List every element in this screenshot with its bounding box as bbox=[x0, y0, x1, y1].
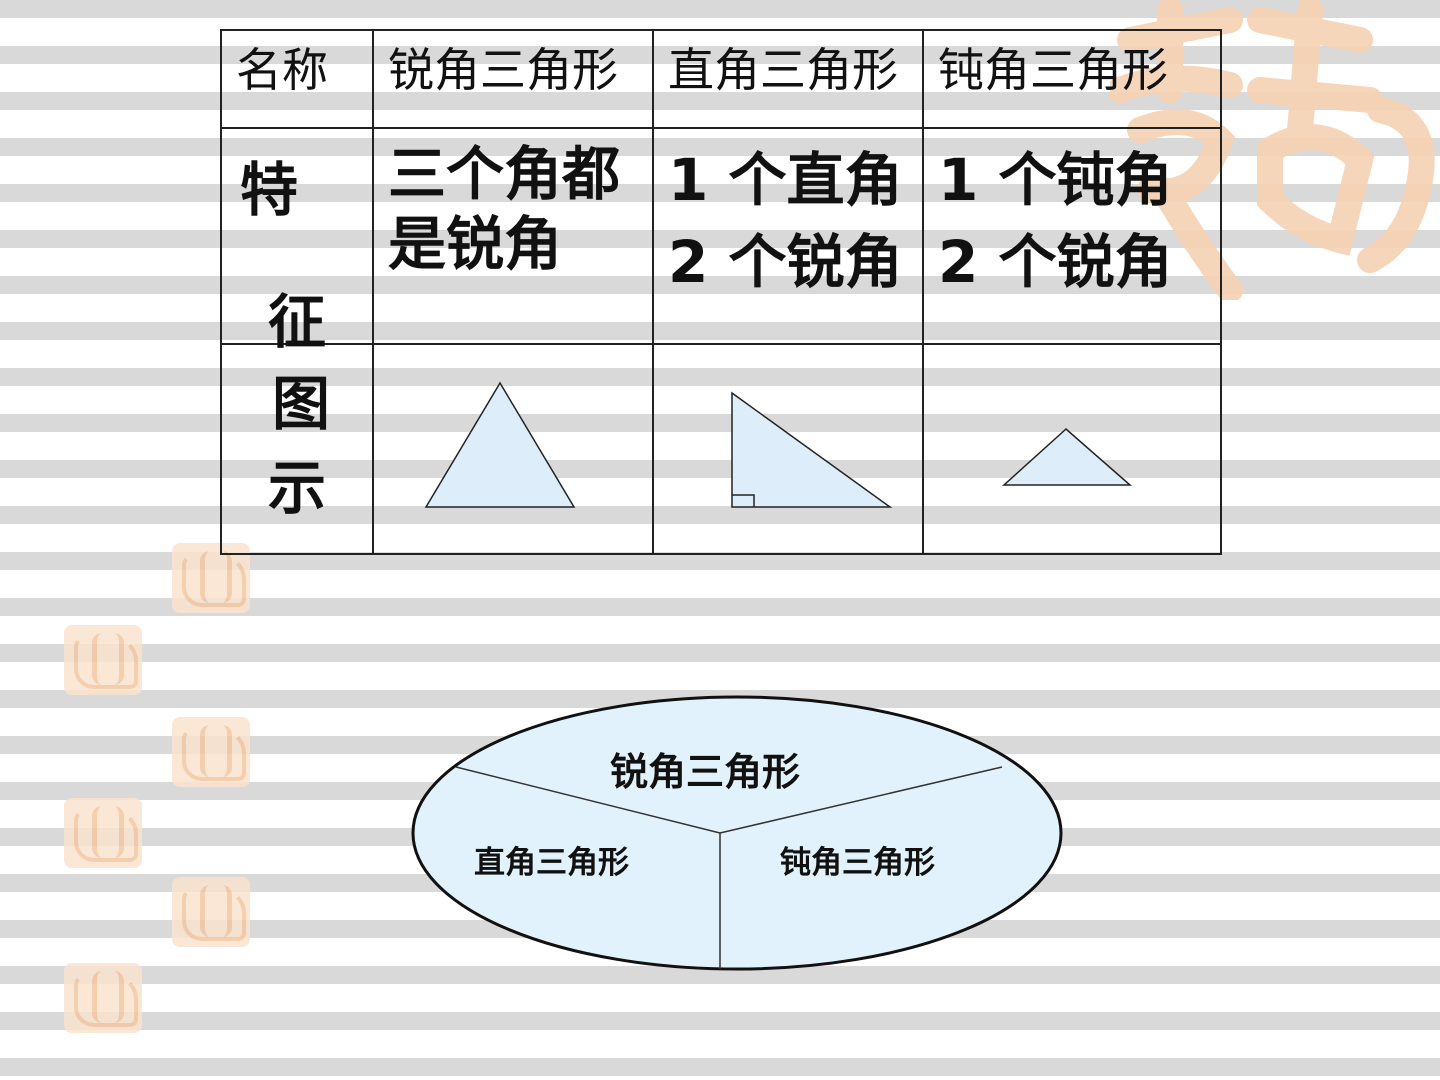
acute-figure-cell bbox=[372, 343, 654, 555]
seal-icon bbox=[172, 717, 250, 787]
acute-triangle-figure bbox=[424, 381, 576, 508]
table-header-row: 名称 锐角三角形 直角三角形 钝角三角形 bbox=[220, 29, 1222, 129]
feature-row: 特 征 三个角都 是锐角 1 个直角 2 个锐角 1 个钝角 2 个锐角 bbox=[220, 127, 1222, 356]
right-feature-line: 1 个直角 bbox=[668, 146, 903, 214]
figure-row: 图 示 bbox=[220, 343, 1222, 555]
figure-label-cell: 图 示 bbox=[220, 343, 374, 555]
obtuse-triangle-shape bbox=[1002, 427, 1132, 486]
oval-diagram bbox=[411, 695, 1063, 971]
obtuse-triangle-figure bbox=[1002, 427, 1132, 486]
feature-label-char: 特 bbox=[240, 156, 299, 224]
header-name-cell: 名称 bbox=[220, 29, 374, 129]
obtuse-feature-line: 1 个钝角 bbox=[938, 146, 1173, 214]
right-angle-marker bbox=[732, 494, 755, 507]
seal-icon bbox=[172, 543, 250, 613]
figure-label-char: 图 bbox=[272, 370, 331, 438]
oval-outline bbox=[411, 695, 1063, 971]
seal-icon bbox=[64, 625, 142, 695]
oval-divider-left bbox=[455, 766, 721, 834]
seal-icon bbox=[64, 798, 142, 868]
acute-triangle-shape bbox=[424, 381, 576, 508]
header-obtuse-cell: 钝角三角形 bbox=[922, 29, 1222, 129]
header-acute-cell: 锐角三角形 bbox=[372, 29, 654, 129]
figure-label-char: 示 bbox=[268, 454, 327, 522]
oval-obtuse-label: 钝角三角形 bbox=[780, 845, 935, 881]
header-right-cell: 直角三角形 bbox=[652, 29, 924, 129]
obtuse-feature-text: 1 个钝角 2 个锐角 bbox=[924, 129, 1220, 303]
oval-right-label: 直角三角形 bbox=[474, 845, 629, 881]
right-figure-cell bbox=[652, 343, 924, 555]
right-feature-line: 2 个锐角 bbox=[668, 228, 903, 296]
oval-acute-label: 锐角三角形 bbox=[610, 750, 801, 794]
right-feature-text: 1 个直角 2 个锐角 bbox=[654, 129, 922, 303]
acute-feature-cell: 三个角都 是锐角 bbox=[372, 127, 654, 345]
oval-divider-right bbox=[719, 766, 1003, 834]
right-triangle-shape bbox=[731, 391, 893, 508]
feature-label-cell: 特 征 bbox=[220, 127, 374, 356]
right-feature-cell: 1 个直角 2 个锐角 bbox=[652, 127, 924, 345]
dashed-line bbox=[98, 0, 102, 1080]
acute-feature-line: 是锐角 bbox=[388, 210, 563, 278]
seal-icon bbox=[172, 877, 250, 947]
acute-feature-text: 三个角都 是锐角 bbox=[374, 129, 652, 279]
right-triangle-figure bbox=[731, 391, 893, 508]
acute-feature-line: 三个角都 bbox=[388, 140, 621, 208]
triangle-comparison-table: 名称 锐角三角形 直角三角形 钝角三角形 特 征 三个角都 是锐角 1 个直角 … bbox=[220, 29, 1222, 555]
triangle-classification-oval: 锐角三角形 直角三角形 钝角三角形 bbox=[410, 695, 1066, 975]
obtuse-feature-cell: 1 个钝角 2 个锐角 bbox=[922, 127, 1222, 345]
seal-icon bbox=[64, 963, 142, 1033]
obtuse-figure-cell bbox=[922, 343, 1222, 555]
obtuse-feature-line: 2 个锐角 bbox=[938, 228, 1173, 296]
